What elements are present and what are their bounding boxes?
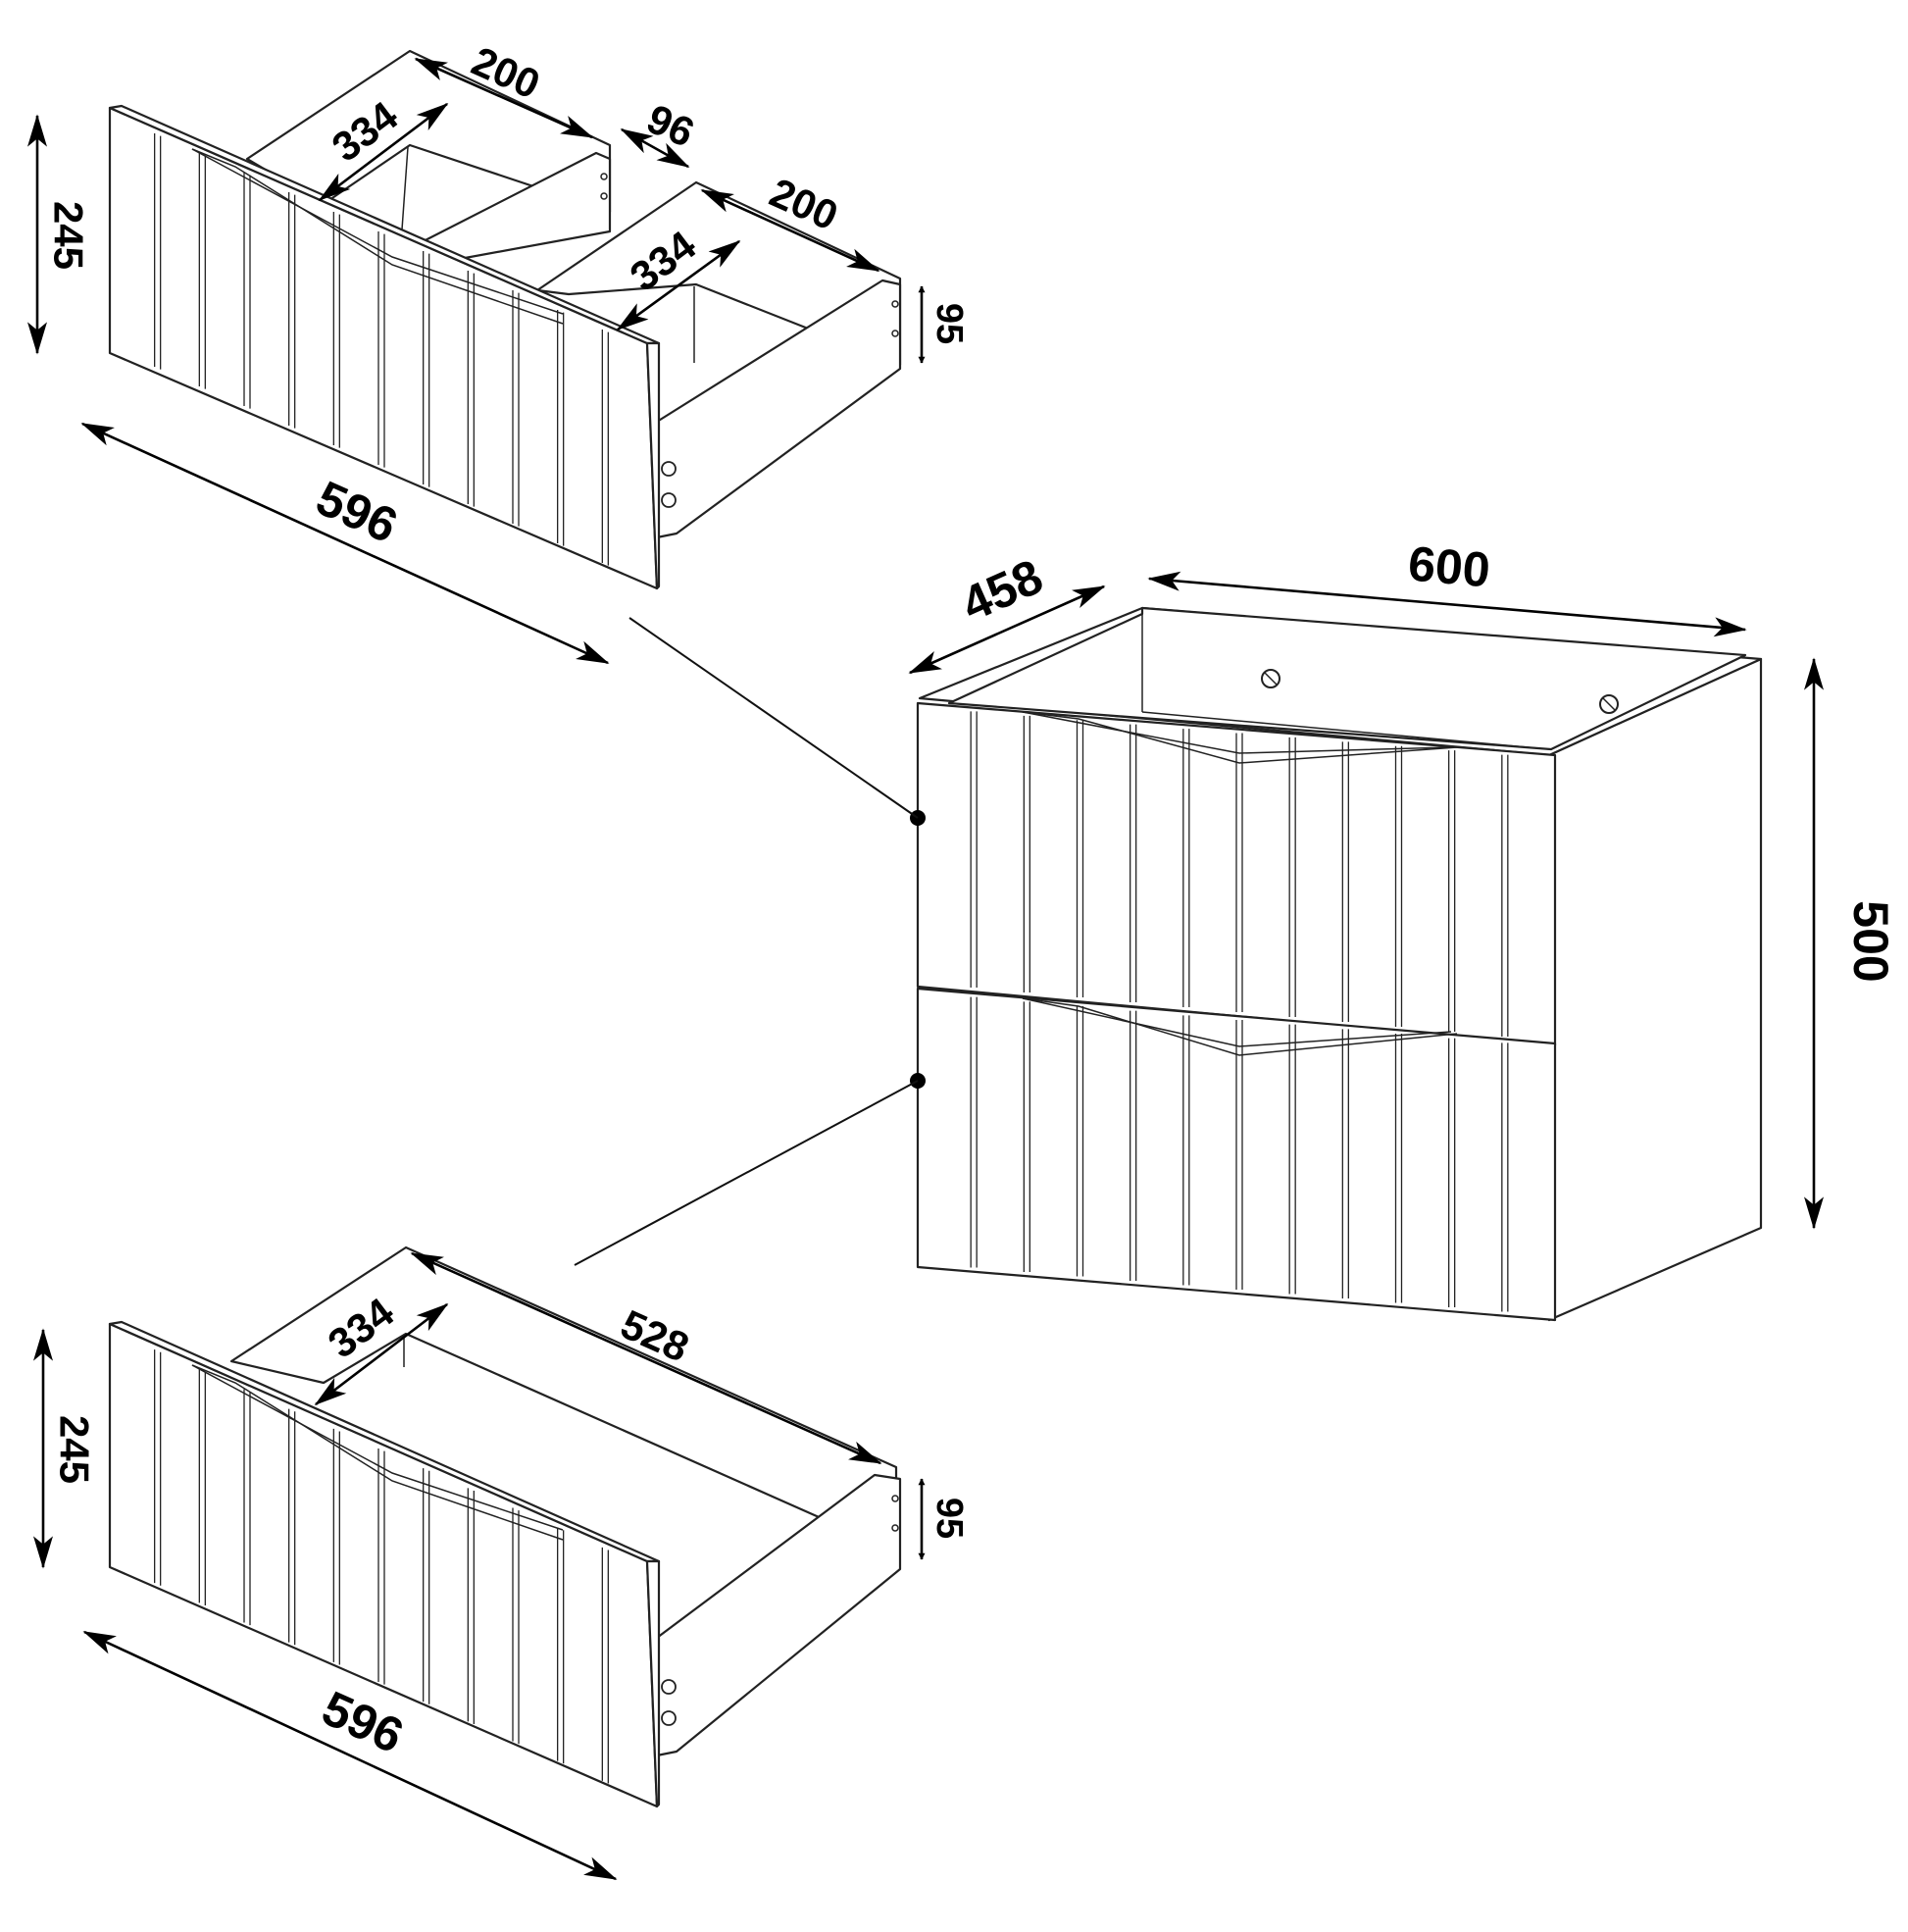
dim-cabinet-width: 600 — [1406, 535, 1492, 597]
top-drawer — [108, 49, 902, 590]
dim-right-compartment-width-line — [700, 188, 880, 273]
leader-line-bottom — [574, 1080, 919, 1266]
dim-bottom-drawer-width-line — [82, 1630, 618, 1881]
cabinet-bottom-drawer-front — [916, 987, 1557, 1322]
dim-divider-gap: 96 — [640, 95, 701, 156]
dim-cabinet-height: 500 — [1843, 900, 1898, 982]
dim-top-drawer-front-height: 245 — [46, 201, 92, 270]
cabinet — [574, 606, 1763, 1322]
dim-top-drawer-box-height: 95 — [929, 303, 970, 344]
screw-icon — [1261, 669, 1280, 688]
dim-divider-gap-line — [620, 127, 690, 169]
cabinet-side-panel — [1547, 657, 1763, 1322]
bottom-drawer-right-side — [655, 1473, 902, 1757]
dim-bottom-drawer-front-height: 245 — [52, 1415, 98, 1484]
dim-left-compartment-depth-line — [318, 102, 449, 202]
dim-bottom-drawer-box-height: 95 — [929, 1498, 970, 1539]
dim-cabinet-depth: 458 — [953, 548, 1050, 632]
dim-top-drawer-width-line — [80, 422, 610, 665]
leader-line-top — [628, 617, 919, 819]
screw-icon — [1599, 694, 1619, 714]
dim-right-compartment-depth-line — [616, 239, 741, 331]
dim-left-compartment-width-line — [414, 57, 594, 139]
dim-bottom-drawer-length-line — [410, 1251, 882, 1465]
dim-cabinet-width-line — [1147, 571, 1747, 637]
cabinet-inner-back-wall — [947, 606, 1747, 751]
cabinet-top-drawer-front — [916, 701, 1557, 1047]
top-drawer-right-side — [655, 279, 902, 539]
dim-cabinet-depth-line — [908, 585, 1106, 675]
bottom-drawer — [108, 1246, 902, 1808]
dim-top-drawer-front-width: 596 — [308, 470, 405, 553]
